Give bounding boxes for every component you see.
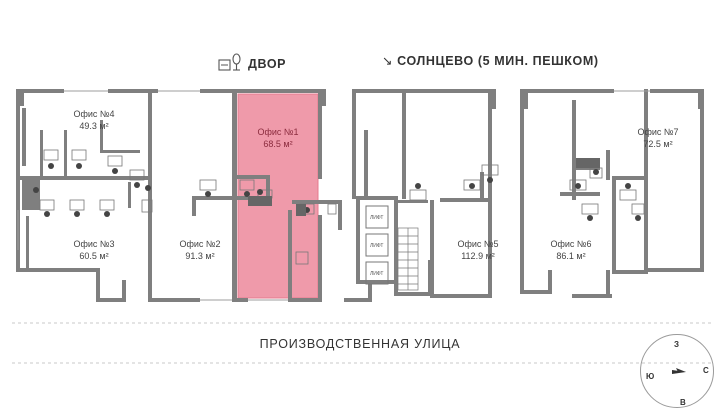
office-7-label[interactable]: Офис №7 72.5 м² — [628, 126, 688, 150]
office-1-label[interactable]: Офис №1 68.5 м² — [248, 126, 308, 150]
staircase — [397, 227, 419, 291]
office-5-label[interactable]: Офис №5 112.9 м² — [448, 238, 508, 262]
furniture — [39, 149, 645, 265]
tree-icon — [218, 53, 241, 71]
arrow-down-right-icon: ↘ — [382, 54, 394, 68]
compass-label-north: З — [674, 340, 680, 349]
chairs — [33, 163, 641, 221]
courtyard-header: ДВОР — [218, 53, 286, 73]
office-area: 60.5 м² — [79, 251, 109, 261]
office-6-label[interactable]: Офис №6 86.1 м² — [541, 238, 601, 262]
office-name: Офис №7 — [637, 127, 679, 137]
direction-label: СОЛНЦЕВО (5 МИН. ПЕШКОМ) — [397, 54, 599, 68]
office-2-label[interactable]: Офис №2 91.3 м² — [170, 238, 230, 262]
compass-label-west: Ю — [646, 372, 655, 381]
office-name: Офис №2 — [179, 239, 221, 249]
direction-header: ↘ СОЛНЦЕВО (5 МИН. ПЕШКОМ) — [382, 53, 599, 68]
office-4-label[interactable]: Офис №4 49.3 м² — [64, 108, 124, 132]
office-area: 91.3 м² — [185, 251, 215, 261]
lift-label: ЛИФТ — [370, 271, 384, 277]
office-name: Офис №6 — [550, 239, 592, 249]
office-area: 49.3 м² — [79, 121, 109, 131]
compass-arrow-icon — [672, 368, 686, 374]
office-area: 112.9 м² — [461, 251, 495, 261]
lift-shafts — [365, 205, 389, 285]
compass-label-south: В — [680, 398, 686, 407]
lift-label: ЛИФТ — [370, 215, 384, 221]
office-area: 86.1 м² — [556, 251, 586, 261]
courtyard-label: ДВОР — [248, 57, 287, 71]
office-name: Офис №5 — [457, 239, 499, 249]
compass-label-east: С — [703, 366, 709, 375]
office-area: 68.5 м² — [263, 139, 293, 149]
office-3-label[interactable]: Офис №3 60.5 м² — [64, 238, 124, 262]
office-name: Офис №4 — [73, 109, 115, 119]
office-area: 72.5 м² — [643, 139, 673, 149]
street-label: ПРОИЗВОДСТВЕННАЯ УЛИЦА — [259, 337, 461, 351]
lift-label: ЛИФТ — [370, 243, 384, 249]
compass — [640, 334, 714, 408]
office-name: Офис №1 — [257, 127, 299, 137]
office-name: Офис №3 — [73, 239, 115, 249]
